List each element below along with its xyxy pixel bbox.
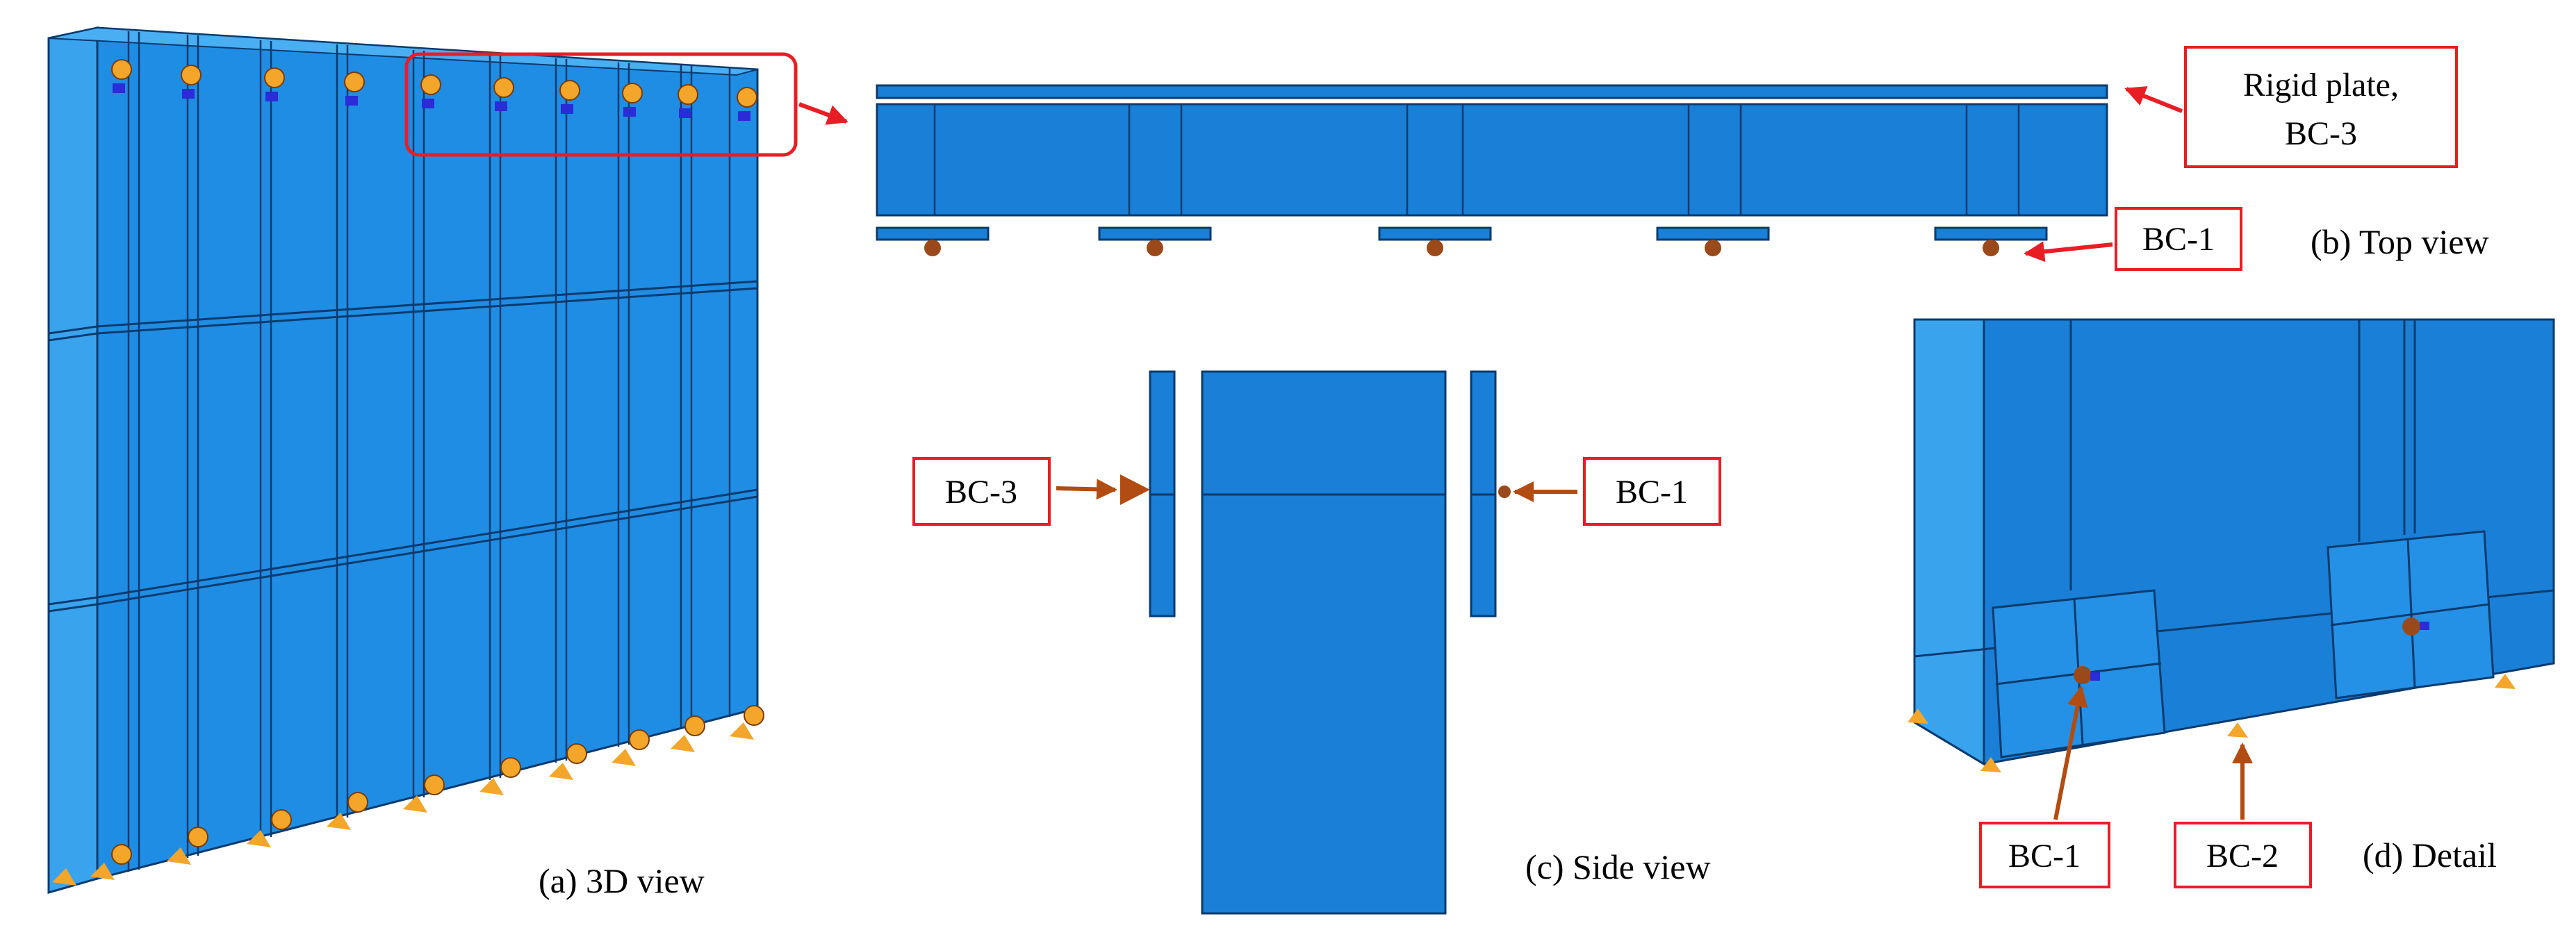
panel-b-top-view: Rigid plate, BC-3 BC-1 (b) Top view [876,46,2489,271]
label-box-bc3-side [912,457,1051,526]
arrow-bc3-side [1056,479,1117,500]
label-rigid-plate-line1: Rigid plate, [2243,67,2399,103]
label-bc1-side: BC-1 [1616,474,1688,511]
label-box-rigid-plate [2184,46,2458,168]
rigid-plate [876,84,2108,99]
detail-bc1-marker-left [2074,666,2092,684]
label-box-bc1-top [2115,207,2242,271]
wall-top-face [48,26,758,76]
wall-vertical-stiffeners [127,31,731,872]
bottom-bc-symbols [52,705,764,886]
bc1-side-marker [1498,486,1511,498]
wall-side-face [47,26,99,894]
top-bc-symbols [111,59,757,121]
label-box-bc2-detail [2174,822,2312,888]
caption-a: (a) 3D view [539,861,705,900]
bc1-markers-top [924,240,1999,256]
detail-vertical-lines [1983,320,2416,764]
label-bc2-detail: BC-2 [2206,838,2279,874]
caption-d: (d) Detail [2363,836,2497,874]
detail-bc2-symbols [1908,674,2516,772]
arrow-rigid-plate [2124,86,2183,113]
detail-bc-symbols [2090,622,2429,681]
label-rigid-plate-line2: BC-3 [2285,115,2357,152]
label-box-bc1-detail [1979,822,2110,888]
label-bc1-detail: BC-1 [2008,838,2081,874]
wall-section-divisions [933,104,2020,215]
detail-base-line [1914,721,1985,765]
label-bc3-side: BC-3 [945,474,1017,511]
label-box-bc1-side [1583,457,1721,526]
wall-top-section [876,103,2108,217]
panel-a-3d-view: (a) 3D view [47,26,848,900]
wall-side-section [1201,370,1447,915]
caption-b: (b) Top view [2311,222,2489,261]
label-bc1-top: BC-1 [2142,221,2215,258]
bc3-triangle-marker [1120,474,1150,505]
bottom-plates [876,226,2048,241]
highlight-box [404,52,798,157]
arrow-bc1-top [2024,241,2113,263]
detail-side-face [1913,318,1985,766]
arrow-bc1-detail [2053,686,2088,820]
panel-d-detail: BC-1 BC-2 (d) Detail [1908,318,2555,888]
highlight-arrow [798,102,848,125]
caption-c: (c) Side view [1525,847,1711,886]
wall-horizontal-joints [48,280,758,613]
panel-c-side-view: BC-3 BC-1 (c) Side view [912,370,1721,915]
detail-bc1-marker-right [2402,617,2420,636]
detail-cover-plate-right [2327,530,2495,699]
